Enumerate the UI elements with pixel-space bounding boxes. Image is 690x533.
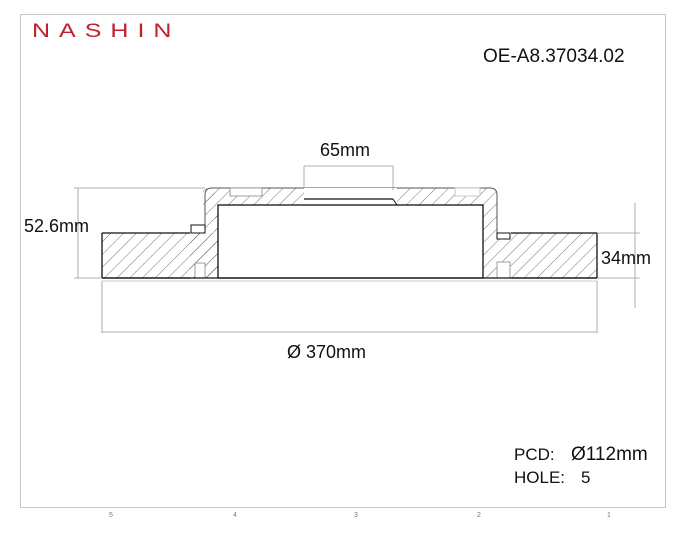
specs-block: PCD: Ø112mm HOLE: 5 (514, 443, 648, 489)
pcd-row: PCD: Ø112mm (514, 443, 648, 466)
brand-logo: NASHIN (32, 20, 181, 42)
diameter-dimension: Ø 370mm (287, 342, 367, 362)
pcd-value: Ø112mm (571, 444, 648, 465)
ruler-label-2: 2 (477, 512, 481, 519)
part-number: OE-A8.37034.02 (483, 46, 625, 67)
hat-section (102, 187, 597, 282)
drawing-frame (20, 14, 666, 508)
thickness-dimension: 34mm (601, 248, 652, 268)
left-friction-ring (101, 232, 195, 279)
ruler-label-1: 1 (607, 512, 611, 519)
hole-label: HOLE: (514, 468, 566, 487)
ruler-scale: 5 4 3 2 1 (20, 508, 666, 528)
ruler-label-5: 5 (109, 512, 113, 519)
right-friction-ring (510, 232, 598, 279)
center-bore-dimension: 65mm (320, 140, 371, 160)
hole-value: 5 (581, 468, 591, 487)
ruler-label-3: 3 (354, 512, 358, 519)
ruler-label-4: 4 (233, 512, 237, 519)
pcd-label: PCD: (514, 445, 555, 464)
dimension-lines (74, 165, 640, 333)
hole-row: HOLE: 5 (514, 466, 648, 489)
total-height-dimension: 52.6mm (24, 216, 90, 236)
